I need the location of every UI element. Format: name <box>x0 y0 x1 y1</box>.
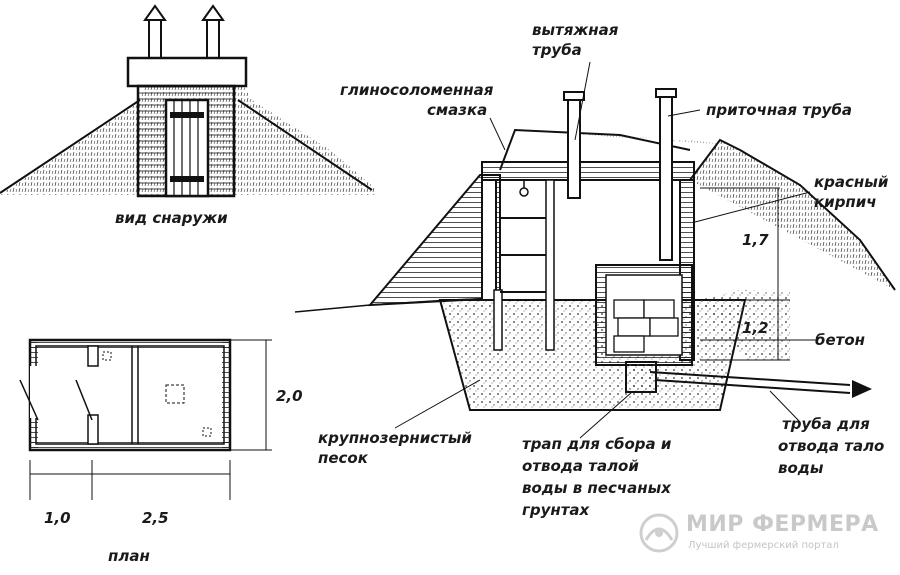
label-drain-3: воды в песчаных <box>522 479 671 497</box>
label-clay-straw-2: смазка <box>427 101 488 119</box>
plan-illustration <box>19 338 272 500</box>
label-outside-view: вид снаружи <box>115 209 228 227</box>
label-supply-pipe: приточная труба <box>706 101 853 119</box>
vent-pipe-left <box>148 19 162 61</box>
label-drain-4: грунтах <box>522 501 590 519</box>
outside-view-illustration <box>0 4 375 198</box>
roof-slab <box>481 161 695 181</box>
watermark-title: МИР ФЕРМЕРА <box>686 512 879 537</box>
label-plan: план <box>108 547 150 565</box>
label-red-brick-1: красный <box>814 173 889 191</box>
label-exhaust-pipe-2: труба <box>532 41 582 59</box>
label-red-brick-2: кирпич <box>814 193 877 211</box>
drain-trap <box>625 361 657 393</box>
outflow-arrow <box>852 380 872 398</box>
label-drain-1: трап для сбора и <box>522 435 672 453</box>
watermark-logo-icon <box>639 513 679 553</box>
label-drain-2: отвода талой <box>522 457 639 475</box>
label-exhaust-pipe-1: вытяжная <box>532 21 619 39</box>
supply-pipe <box>659 94 673 261</box>
watermark: МИР ФЕРМЕРА Лучший фермерский портал <box>636 510 886 560</box>
dimension-plan-width-2: 2,5 <box>142 509 169 527</box>
vent-pipe-right <box>206 19 220 61</box>
dimension-height-upper: 1,7 <box>742 231 769 249</box>
dimension-plan-width-1: 1,0 <box>44 509 71 527</box>
dimension-height-lower: 1,2 <box>742 319 769 337</box>
label-outlet-pipe-3: воды <box>778 459 824 477</box>
label-coarse-sand-1: крупнозернистый <box>318 429 472 447</box>
dimension-plan-depth: 2,0 <box>276 387 303 405</box>
exhaust-pipe <box>567 97 581 199</box>
cross-section-illustration <box>294 61 896 439</box>
label-concrete: бетон <box>815 331 866 349</box>
outside-roof <box>126 56 248 88</box>
label-outlet-pipe-2: отвода тало <box>778 437 885 455</box>
label-outlet-pipe-1: труба для <box>782 415 870 433</box>
label-clay-straw-1: глиносоломенная <box>340 81 494 99</box>
watermark-subtitle: Лучший фермерский портал <box>688 540 839 551</box>
label-coarse-sand-2: песок <box>318 449 368 467</box>
